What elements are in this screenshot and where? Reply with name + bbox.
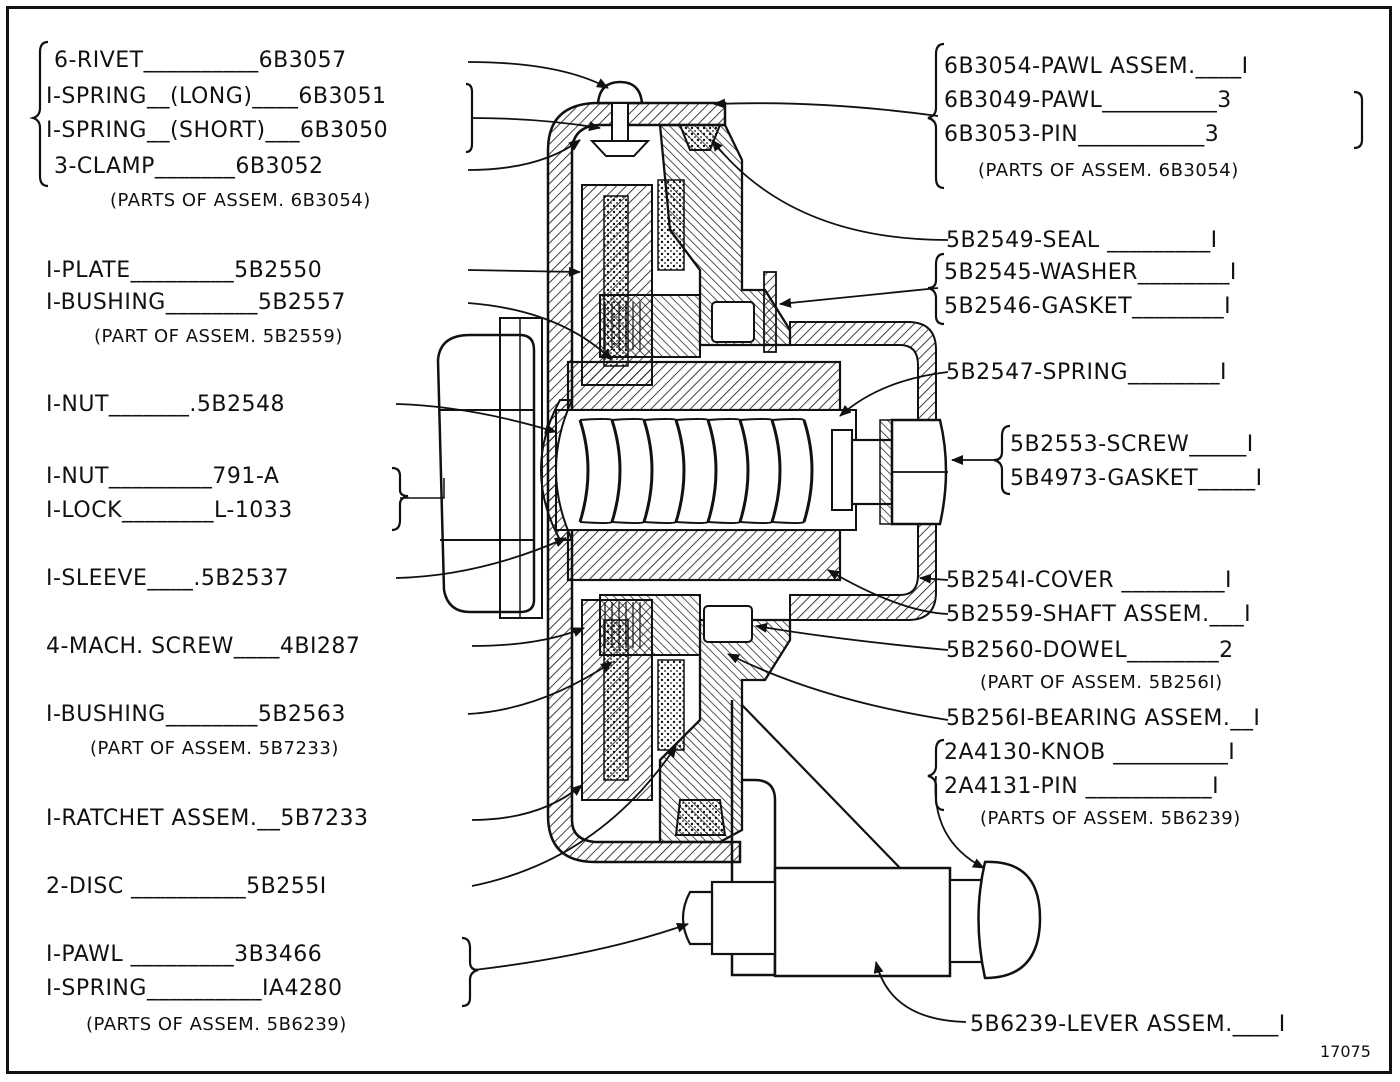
label-spring-short: I-SPRING__(SHORT)___6B3050 <box>46 118 389 143</box>
label-part-of-5b7233: (PART OF ASSEM. 5B7233) <box>90 738 339 759</box>
label-pawl-6b3049: 6B3049-PAWL__________3 <box>944 88 1232 113</box>
label-part-of-5b2559: (PART OF ASSEM. 5B2559) <box>94 326 343 347</box>
label-mach-screw: 4-MACH. SCREW____4BI287 <box>46 634 361 659</box>
label-pawl-3b3466: I-PAWL _________3B3466 <box>46 942 323 967</box>
label-knob: 2A4130-KNOB __________I <box>944 740 1236 765</box>
label-spring-1a4280: I-SPRING__________IA4280 <box>46 976 343 1001</box>
hex-screw <box>850 418 948 526</box>
label-clamp: 3-CLAMP_______6B3052 <box>54 154 324 179</box>
label-parts-of-5b6239-left: (PARTS OF ASSEM. 5B6239) <box>86 1014 347 1035</box>
label-lever-assem: 5B6239-LEVER ASSEM.____I <box>970 1012 1286 1037</box>
leader-lines <box>395 61 996 1023</box>
label-spring-long: I-SPRING__(LONG)____6B3051 <box>46 84 387 109</box>
label-rivet: 6-RIVET__________6B3057 <box>54 48 347 73</box>
label-plate: I-PLATE_________5B2550 <box>46 258 323 283</box>
label-washer: 5B2545-WASHER________I <box>944 260 1237 285</box>
label-dowel: 5B2560-DOWEL________2 <box>946 638 1234 663</box>
label-nut-5b2548: I-NUT_______.5B2548 <box>46 392 285 417</box>
label-shaft-assem: 5B2559-SHAFT ASSEM.___I <box>946 602 1252 627</box>
label-gasket-5b2546: 5B2546-GASKET________I <box>944 294 1232 319</box>
label-lock: I-LOCK________L-1033 <box>46 498 293 523</box>
label-spring-5b2547: 5B2547-SPRING________I <box>946 360 1228 385</box>
label-seal: 5B2549-SEAL _________I <box>946 228 1218 253</box>
lever-assembly <box>681 700 1042 980</box>
label-sleeve: I-SLEEVE____.5B2537 <box>46 566 289 591</box>
label-gasket-5b4973: 5B4973-GASKET_____I <box>1010 466 1263 491</box>
right-brackets <box>927 42 1364 812</box>
diagram-frame <box>6 6 1392 1074</box>
hex-nut <box>436 317 543 619</box>
label-ratchet-assem: I-RATCHET ASSEM.__5B7233 <box>46 806 369 831</box>
shaft-assembly <box>540 360 857 582</box>
housing-section <box>546 80 792 864</box>
label-bushing-5b2563: I-BUSHING________5B2563 <box>46 702 346 727</box>
label-pawl-assem-6b3054: 6B3054-PAWL ASSEM.____I <box>944 54 1249 79</box>
cover <box>789 321 937 621</box>
label-disc: 2-DISC __________5B255I <box>46 874 327 899</box>
label-bearing-assem: 5B256I-BEARING ASSEM.__I <box>946 706 1261 731</box>
label-bushing-5b2557: I-BUSHING________5B2557 <box>46 290 346 315</box>
left-brackets <box>29 40 479 1008</box>
label-nut-791a: I-NUT_________791-A <box>46 464 280 489</box>
label-cover: 5B254I-COVER _________I <box>946 568 1233 593</box>
label-parts-of-5b6239-right: (PARTS OF ASSEM. 5B6239) <box>980 808 1241 829</box>
label-part-of-5b2561: (PART OF ASSEM. 5B256I) <box>980 672 1223 693</box>
label-parts-of-6b3054-right: (PARTS OF ASSEM. 6B3054) <box>978 160 1239 181</box>
label-pin-6b3053: 6B3053-PIN___________3 <box>944 122 1220 147</box>
figure-number: 17075 <box>1320 1042 1371 1061</box>
label-pin-2a4131: 2A4131-PIN ___________I <box>944 774 1220 799</box>
label-screw: 5B2553-SCREW_____I <box>1010 432 1254 457</box>
label-parts-of-6b3054-left: (PARTS OF ASSEM. 6B3054) <box>110 190 371 211</box>
